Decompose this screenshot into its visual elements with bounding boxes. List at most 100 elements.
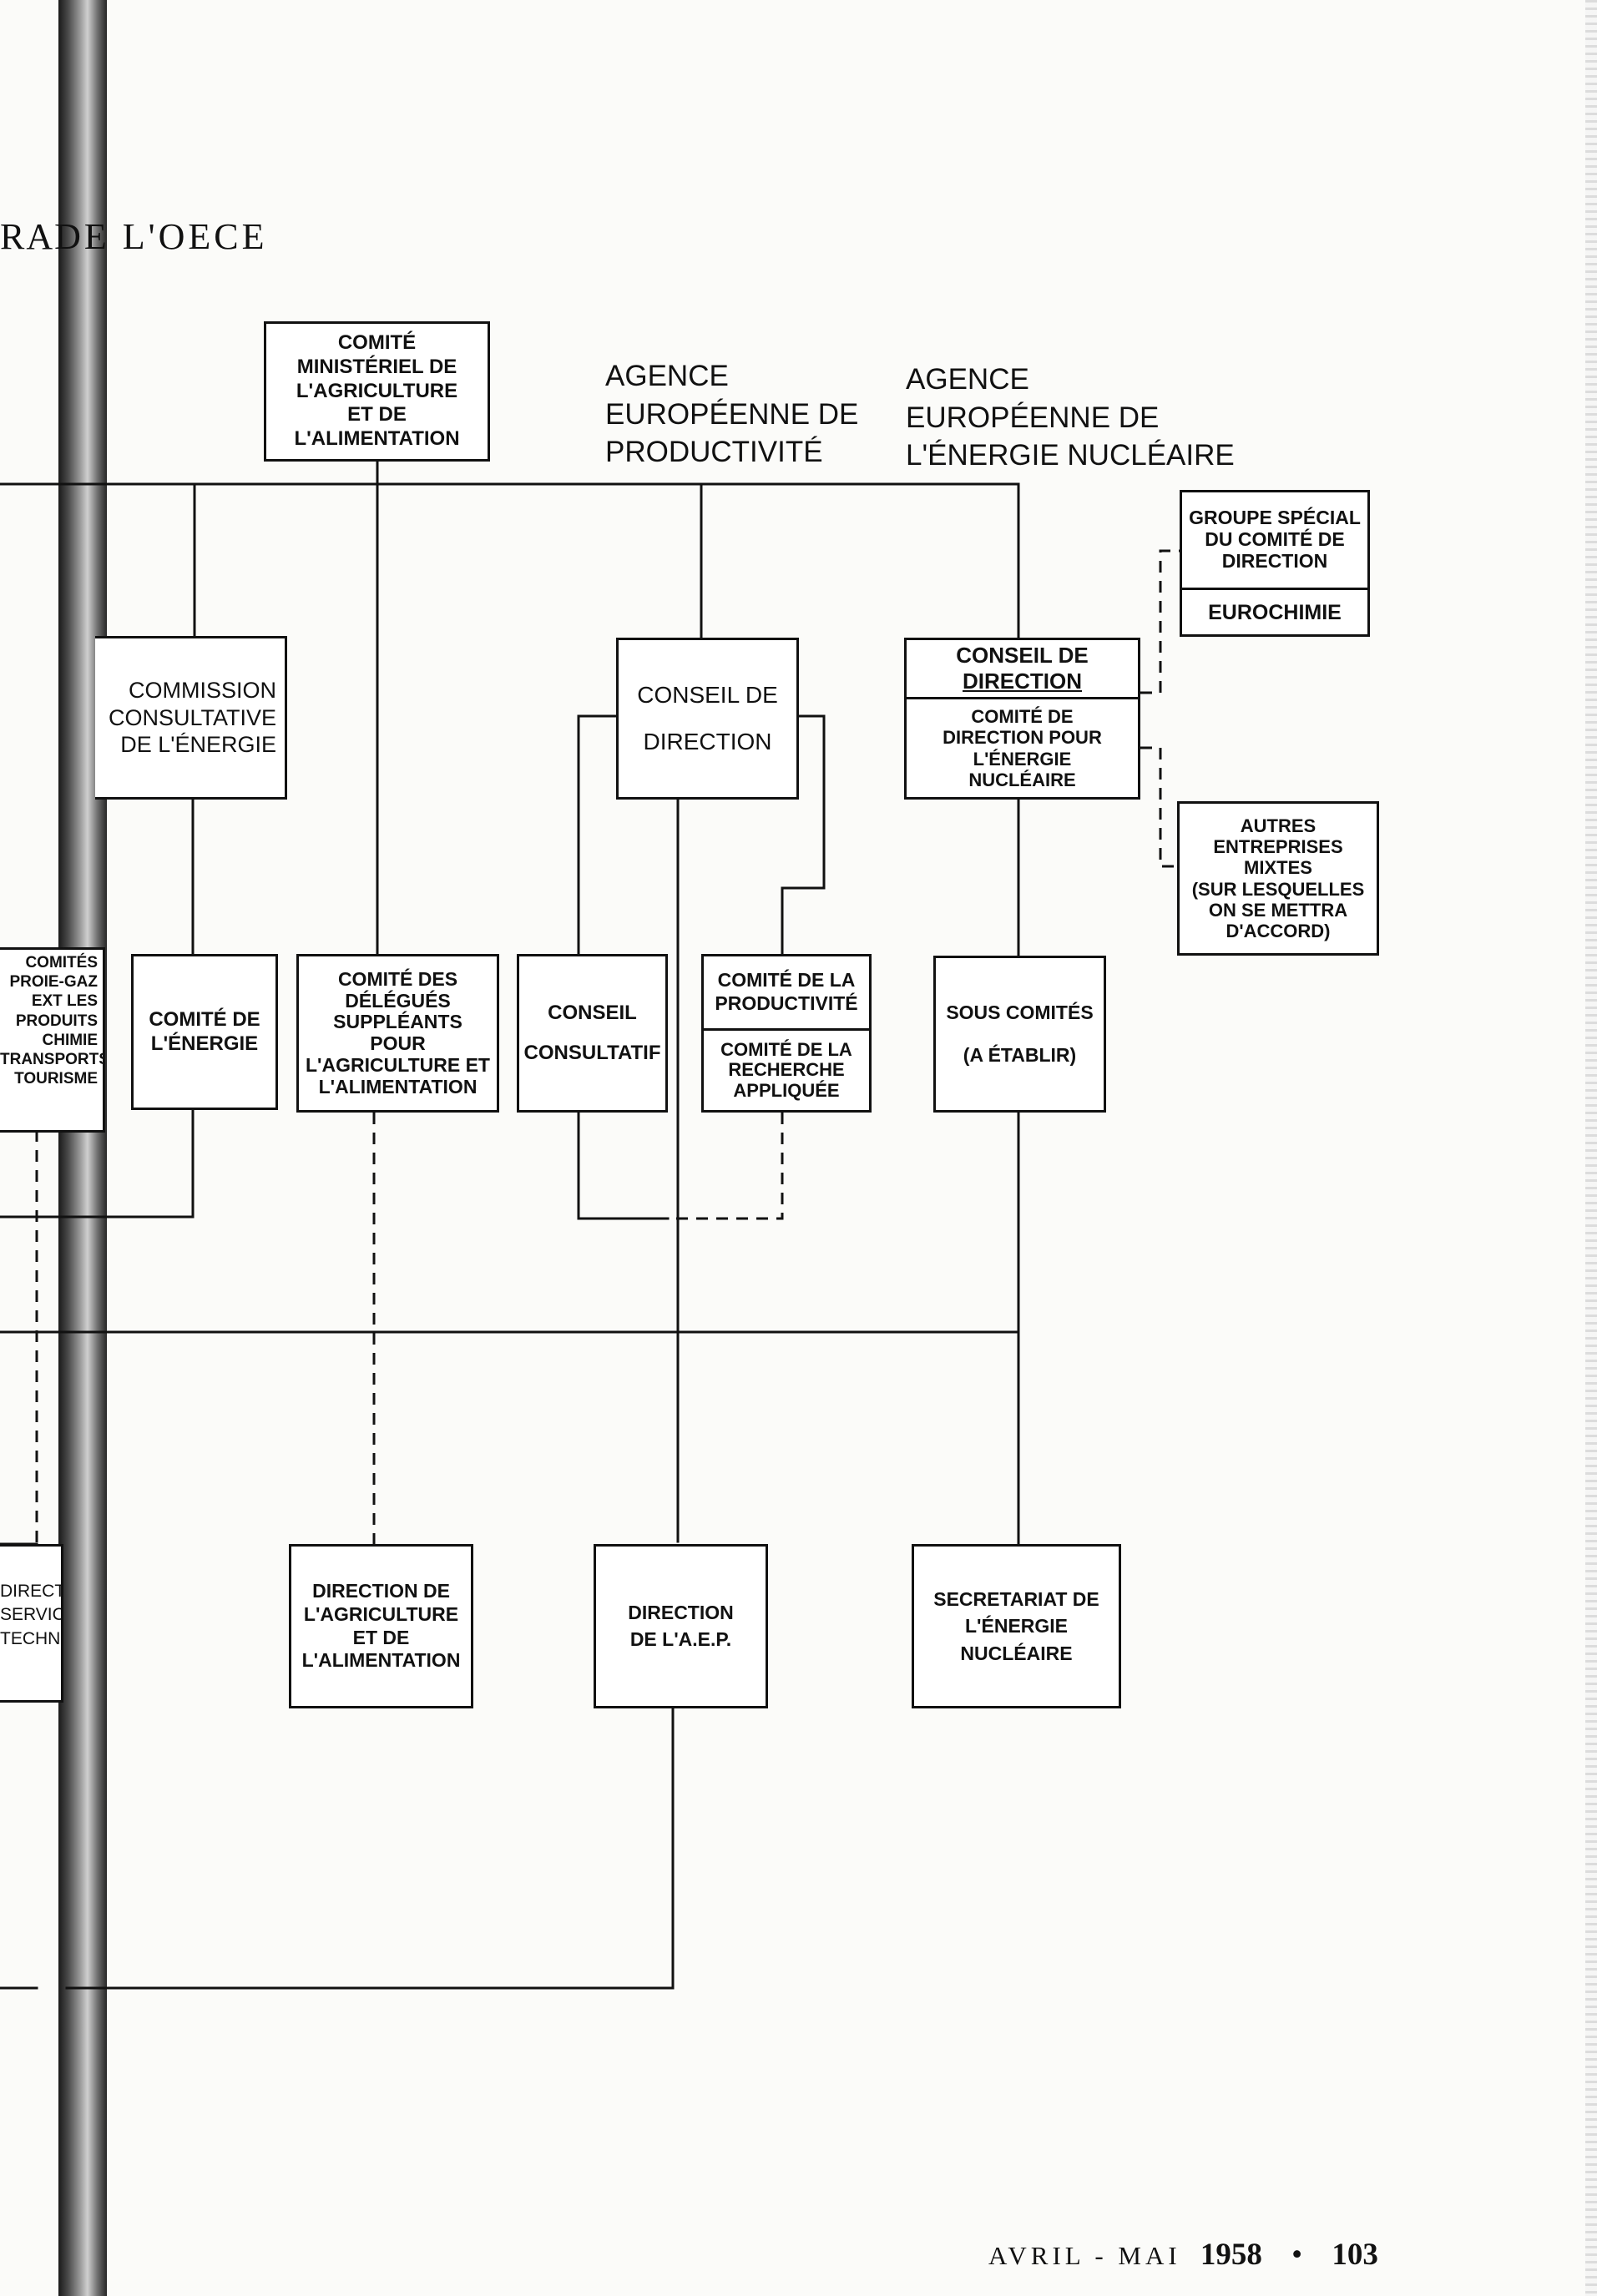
cut-box-left-committees: COMITÉS PROIE-GAZ EXT LES PRODUITS CHIMI… bbox=[0, 947, 105, 1133]
box-line: SUPPLÉANTS bbox=[333, 1011, 462, 1033]
box-line: L'ÉNERGIE bbox=[150, 1032, 259, 1055]
cut-box-left-direction: DIRECTION SERVICES TECHNIQUES bbox=[0, 1544, 63, 1703]
box-line: L'AGRICULTURE ET bbox=[306, 1053, 490, 1076]
box-line: DIRECTION POUR bbox=[943, 727, 1102, 749]
box-groupe-special-eurochimie: GROUPE SPÉCIAL DU COMITÉ DE DIRECTION EU… bbox=[1180, 490, 1370, 637]
box-line: APPLIQUÉE bbox=[733, 1079, 840, 1101]
box-line: DÉLÉGUÉS bbox=[345, 989, 451, 1012]
agency-productivite-line1: AGENCE bbox=[605, 360, 729, 392]
connector-energie-left bbox=[0, 1108, 195, 1219]
box-line: SOUS COMITÉS bbox=[946, 1002, 1094, 1024]
dashed-recherche-consultatif bbox=[668, 1113, 784, 1220]
aen-comite-part: COMITÉ DE DIRECTION POUR L'ÉNERGIE NUCLÉ… bbox=[907, 697, 1138, 797]
dashed-aen-autres bbox=[1140, 746, 1180, 868]
groupe-special-part: GROUPE SPÉCIAL DU COMITÉ DE DIRECTION bbox=[1182, 492, 1367, 588]
box-line: TOURISME bbox=[14, 1070, 98, 1088]
title-text: DE L'OECE bbox=[54, 216, 268, 257]
page-title: RADE L'OECE bbox=[0, 215, 267, 258]
dashed-aen-groupe bbox=[1140, 549, 1180, 694]
comite-productivite-part: COMITÉ DE LA PRODUCTIVITÉ bbox=[704, 956, 869, 1028]
box-line: GROUPE SPÉCIAL bbox=[1189, 507, 1361, 529]
box-conseil-direction-aen: CONSEIL DE DIRECTION COMITÉ DE DIRECTION… bbox=[904, 638, 1140, 800]
box-line: COMITÉ DE bbox=[971, 705, 1074, 727]
box-line: PROIE-GAZ bbox=[9, 973, 98, 992]
box-line: EXT LES bbox=[31, 992, 98, 1011]
box-line: DIRECTION bbox=[628, 1602, 734, 1624]
box-autres-entreprises: AUTRES ENTREPRISES MIXTES (SUR LESQUELLE… bbox=[1177, 801, 1379, 956]
box-line: COMITÉ DE bbox=[149, 1007, 260, 1031]
page-right-edge bbox=[1585, 0, 1597, 2296]
box-comite-delegues: COMITÉ DES DÉLÉGUÉS SUPPLÉANTS POUR L'AG… bbox=[296, 954, 499, 1113]
box-line: RECHERCHE bbox=[728, 1059, 845, 1081]
box-line: COMITÉ bbox=[337, 331, 417, 354]
agency-productivite-heading: AGENCE EUROPÉENNE DE PRODUCTIVITÉ bbox=[605, 357, 858, 472]
agency-productivite-line3: PRODUCTIVITÉ bbox=[605, 436, 823, 468]
box-comite-productivite-recherche: COMITÉ DE LA PRODUCTIVITÉ COMITÉ DE LA R… bbox=[701, 954, 872, 1113]
connector-aep-productivite bbox=[781, 714, 826, 956]
box-line: NUCLÉAIRE bbox=[960, 1642, 1073, 1664]
box-line: CONSULTATIF bbox=[523, 1042, 661, 1064]
box-line: COMITÉ DE LA bbox=[720, 1039, 852, 1061]
agency-productivite-line2: EUROPÉENNE DE bbox=[605, 397, 859, 431]
box-conseil-direction-aep: CONSEIL DE DIRECTION bbox=[616, 638, 799, 800]
footer-separator: • bbox=[1291, 2238, 1303, 2272]
page-footer: AVRIL - MAI 1958 • 103 bbox=[988, 2237, 1378, 2273]
box-line: (SUR LESQUELLES bbox=[1191, 878, 1365, 900]
box-line: L'ALIMENTATION bbox=[294, 427, 460, 451]
box-line: EUROCHIMIE bbox=[1208, 600, 1342, 624]
box-line: CONSEIL DE bbox=[956, 642, 1089, 668]
box-comite-energie: COMITÉ DE L'ÉNERGIE bbox=[131, 954, 278, 1110]
footer-year: 1958 bbox=[1200, 2238, 1262, 2272]
box-line: TECHNIQUES bbox=[0, 1628, 61, 1648]
page-number: 103 bbox=[1332, 2238, 1378, 2272]
box-line: ET DE bbox=[352, 1626, 410, 1648]
box-line: DIRECTION bbox=[0, 1582, 63, 1601]
box-line: CHIMIE bbox=[42, 1031, 99, 1049]
box-line: DU COMITÉ DE bbox=[1205, 528, 1345, 551]
agency-nucleaire-line3: L'ÉNERGIE NUCLÉAIRE bbox=[906, 439, 1235, 472]
box-line: COMITÉS bbox=[25, 954, 98, 971]
box-line: DE L'A.E.P. bbox=[629, 1627, 732, 1650]
box-direction-aep: DIRECTION DE L'A.E.P. bbox=[594, 1544, 768, 1708]
box-line: TRANSPORTS bbox=[0, 1050, 105, 1068]
box-line: PRODUITS bbox=[15, 1012, 98, 1030]
footer-months: AVRIL - MAI bbox=[988, 2241, 1181, 2270]
box-line: L'AGRICULTURE bbox=[303, 1602, 459, 1625]
box-line: ENTREPRISES bbox=[1213, 835, 1343, 857]
box-line: D'ACCORD) bbox=[1226, 921, 1331, 942]
box-comite-ministeriel: COMITÉ MINISTÉRIEL DE L'AGRICULTURE ET D… bbox=[264, 321, 490, 462]
box-line: MINISTÉRIEL DE bbox=[296, 355, 457, 378]
box-line: CONSULTATIVE bbox=[108, 704, 276, 730]
box-line: MIXTES bbox=[1244, 857, 1312, 879]
box-line: COMITÉ DES bbox=[337, 967, 458, 990]
box-line: L'ALIMENTATION bbox=[301, 1649, 461, 1672]
agency-nucleaire-heading: AGENCE EUROPÉENNE DE L'ÉNERGIE NUCLÉAIRE bbox=[906, 361, 1235, 475]
connector-direction-bottom bbox=[65, 1707, 675, 1990]
box-line: COMMISSION bbox=[128, 678, 276, 704]
box-line: L'ÉNERGIE bbox=[964, 1615, 1069, 1637]
connector-consultatif-bottom bbox=[577, 1111, 670, 1220]
box-line: L'AGRICULTURE bbox=[296, 379, 458, 402]
box-line: POUR bbox=[370, 1032, 426, 1054]
agency-nucleaire-line1: AGENCE bbox=[906, 363, 1029, 396]
box-conseil-consultatif: CONSEIL CONSULTATIF bbox=[517, 954, 668, 1113]
box-line: NUCLÉAIRE bbox=[968, 769, 1076, 790]
box-secretariat: SECRETARIAT DE L'ÉNERGIE NUCLÉAIRE bbox=[912, 1544, 1121, 1708]
box-line: CONSEIL bbox=[548, 1002, 637, 1024]
box-line: CONSEIL DE bbox=[637, 682, 778, 708]
comite-recherche-part: COMITÉ DE LA RECHERCHE APPLIQUÉE bbox=[704, 1028, 869, 1110]
box-line: L'ÉNERGIE bbox=[973, 748, 1072, 770]
box-line: ET DE bbox=[347, 403, 407, 426]
box-line: (A ÉTABLIR) bbox=[963, 1044, 1077, 1066]
box-line: COMITÉ DE LA bbox=[717, 969, 856, 992]
aen-conseil-part: CONSEIL DE DIRECTION bbox=[907, 640, 1138, 697]
box-line: DIRECTION bbox=[643, 729, 772, 754]
box-line: DIRECTION DE bbox=[312, 1580, 450, 1602]
book-spine bbox=[58, 0, 107, 2296]
box-line: PRODUCTIVITÉ bbox=[715, 992, 858, 1014]
box-line: DIRECTION bbox=[1221, 549, 1328, 572]
agency-nucleaire-line2: EUROPÉENNE DE bbox=[906, 401, 1160, 434]
eurochimie-part: EUROCHIMIE bbox=[1182, 588, 1367, 634]
box-commission-consultative: COMMISSION CONSULTATIVE DE L'ÉNERGIE bbox=[95, 636, 287, 800]
